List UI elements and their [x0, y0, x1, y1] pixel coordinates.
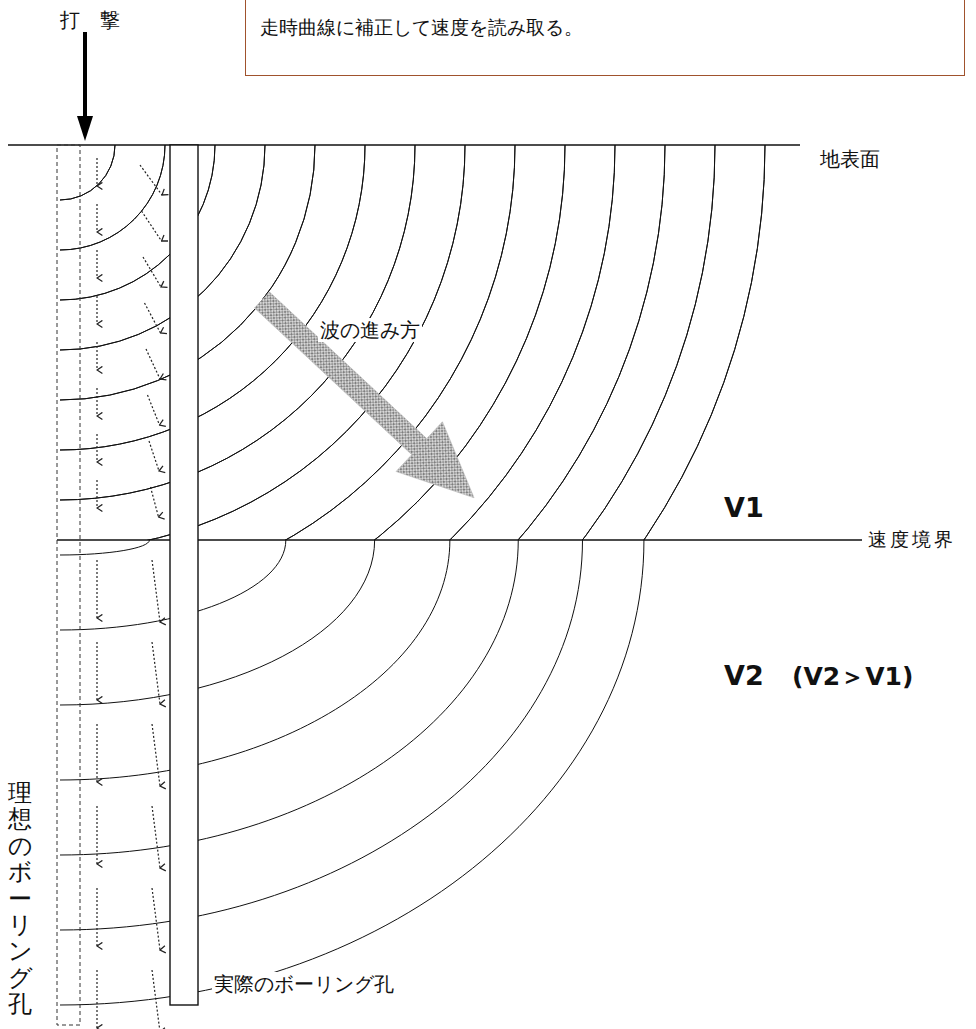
note-text: 走時曲線に補正して速度を読み取る。 — [260, 15, 950, 40]
wavefront-arc — [60, 540, 518, 855]
ray-arrow — [146, 349, 160, 379]
wavefront-arc — [60, 540, 644, 1005]
ray-arrow — [152, 560, 160, 622]
velocity-boundary-label: 速度境界 — [866, 528, 958, 551]
ray-arrow — [96, 434, 97, 462]
wavefront-arc — [60, 145, 765, 540]
ray-arrow — [96, 480, 97, 508]
impact-arrow — [83, 28, 87, 118]
ray-arrow — [96, 888, 97, 946]
ray-arrow — [96, 158, 97, 186]
wave-direction-arrow — [239, 275, 497, 523]
ray-arrow — [96, 296, 97, 324]
ray-arrow — [96, 642, 97, 700]
velocity-relation-label: (V2＞V1) — [790, 662, 915, 692]
ray-arrow — [96, 560, 97, 618]
ray-arrow — [96, 970, 97, 1028]
note-box: 走時曲線に補正して速度を読み取る。 — [245, 0, 965, 76]
ray-arrow — [96, 342, 97, 370]
wavefront-arc — [60, 145, 515, 540]
layer-velocity-label: V1 — [722, 492, 766, 524]
ray-arrow — [145, 303, 161, 333]
ray-arrow — [149, 441, 159, 471]
wavefront-arc — [60, 145, 365, 450]
wavefront-arc — [60, 145, 565, 540]
actual-borehole-label: 実際のボーリング孔 — [212, 972, 396, 996]
ray-arrows-ideal — [97, 158, 98, 1028]
ray-arrow — [140, 165, 162, 195]
ray-arrow — [96, 250, 97, 278]
ray-arrow — [148, 395, 160, 425]
impact-label: 打 撃 — [58, 8, 122, 32]
wavefront-arc — [60, 145, 165, 250]
ideal-borehole — [57, 145, 80, 1025]
wave-direction-label: 波の進み方 — [318, 318, 422, 342]
ray-arrow — [96, 388, 97, 416]
wavefront-arc — [60, 145, 265, 350]
wavefront-arc — [60, 540, 149, 555]
wavefront-arc — [60, 540, 375, 705]
wavefront-arc — [60, 145, 665, 540]
impact-arrowhead — [77, 116, 93, 141]
ray-arrow — [152, 806, 160, 868]
ground-surface-line — [8, 144, 800, 145]
wavefront-arc — [60, 145, 465, 540]
wavefront-arc — [60, 145, 715, 540]
ground-surface-label: 地表面 — [818, 147, 882, 171]
ray-arrow — [143, 257, 161, 287]
ray-arrow — [151, 487, 159, 517]
wavefront-arc — [60, 540, 450, 780]
wavefront-arc — [60, 540, 582, 930]
ideal-borehole-label: 理想のボーリング孔 — [8, 780, 32, 1018]
ray-arrow — [96, 806, 97, 864]
actual-borehole — [170, 145, 198, 1005]
ray-arrow — [96, 204, 97, 232]
ray-arrow — [152, 888, 160, 950]
ray-arrow — [142, 211, 162, 241]
wavefront-v1 — [60, 145, 765, 540]
wavefront-arc — [60, 145, 615, 540]
ray-arrow — [96, 724, 97, 782]
wavefront-arc — [60, 145, 115, 200]
ray-arrow — [152, 724, 160, 786]
wavefront-v2 — [60, 540, 644, 1005]
ray-arrows-actual — [140, 165, 162, 1029]
ray-arrow — [152, 642, 160, 704]
layer-velocity-label: V2 — [722, 660, 766, 692]
ray-arrow — [152, 970, 160, 1029]
